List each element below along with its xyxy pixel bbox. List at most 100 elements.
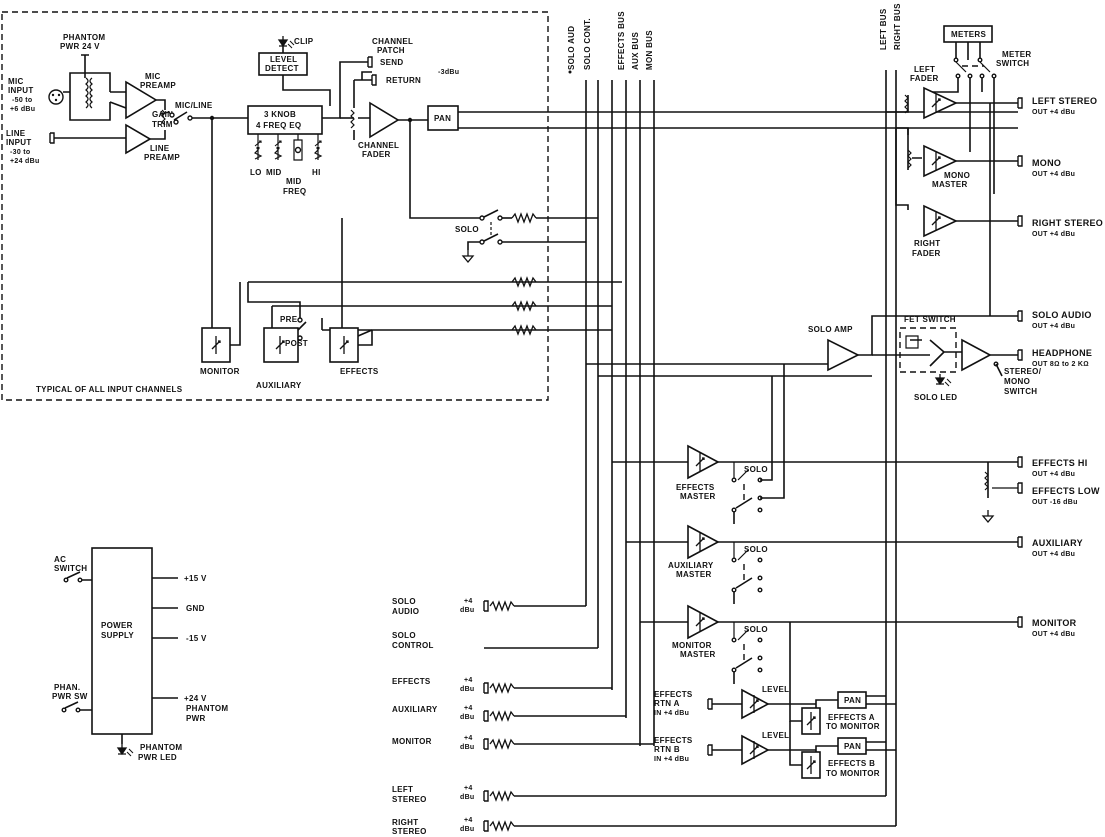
mono-master-amp (923, 144, 958, 178)
solo-led-label: SOLO LED (914, 393, 957, 402)
mon-solo-label: SOLO (744, 625, 768, 634)
eq-lo-knob-icon[interactable] (254, 140, 262, 161)
output-mono-label: MONO (1032, 158, 1061, 168)
output-solo-audio-level: OUT +4 dBu (1032, 323, 1075, 330)
bus-aux-label: AUX BUS (631, 32, 640, 70)
master-section: METERS METER SWITCH LEFT FADER MONO MAST… (586, 25, 1041, 779)
right-fader-amp (923, 204, 958, 238)
effects-master-label: EFFECTS (676, 483, 715, 492)
eq-label-2: 4 FREQ EQ (256, 121, 301, 130)
effects-rtn-a-jack-icon[interactable] (707, 698, 713, 710)
pan-a-label: PAN (844, 696, 861, 705)
auxiliary-send-block[interactable] (263, 327, 299, 363)
phantom-led-label-2: PWR LED (138, 753, 177, 762)
clip-label: CLIP (294, 37, 314, 46)
pan-block[interactable] (427, 105, 459, 131)
auxiliary-master-amp (687, 524, 720, 560)
send-label: SEND (380, 58, 403, 67)
clip-led-icon (278, 35, 295, 49)
ac-switch-label: AC (54, 555, 66, 564)
level-detect-label: LEVEL (270, 55, 297, 64)
effects-a-to-monitor-label: EFFECTS A (828, 713, 875, 722)
phantom-pwr-led-icon (117, 743, 134, 757)
output-headphone-label: HEADPHONE (1032, 348, 1092, 358)
effects-solo-label: SOLO (744, 465, 768, 474)
eq-hi-knob-icon[interactable] (314, 140, 322, 161)
effects-rtn-b-label-2: RTN B (654, 745, 680, 754)
mid-freq-label: MID (286, 177, 302, 186)
pan-label: PAN (434, 114, 451, 123)
output-monitor-level: OUT +4 dBu (1032, 631, 1075, 638)
effects-b-to-monitor-label: EFFECTS B (828, 759, 875, 768)
effects-rtn-a-label: EFFECTS (654, 690, 693, 699)
output-headphone-level: OUT 8Ω to 2 KΩ (1032, 361, 1089, 368)
effects-rtn-a-level: IN +4 dBu (654, 710, 689, 717)
level-a-label: LEVEL (762, 685, 789, 694)
power-supply-label-2: SUPPLY (101, 631, 134, 640)
eq-mid-knob-icon[interactable] (274, 140, 282, 161)
mic-line-switch-label: MIC/LINE (175, 101, 213, 110)
channel-fader-label: CHANNEL (358, 141, 399, 150)
meters-label: METERS (951, 30, 986, 39)
effects-master-amp (687, 444, 720, 480)
pre-label: PRE (280, 315, 298, 324)
xlr-connector-icon[interactable] (48, 89, 64, 105)
insert-left-stereo-label-2: STEREO (392, 795, 427, 804)
insert-left-stereo-label: LEFT (392, 785, 413, 794)
stereo-mono-switch-label-3: SWITCH (1004, 387, 1037, 396)
mic-preamp-triangle (125, 80, 158, 120)
mic-input-label-2: INPUT (8, 86, 34, 95)
output-solo-audio-label: SOLO AUDIO (1032, 310, 1092, 320)
output-mono-level: OUT +4 dBu (1032, 171, 1075, 178)
monitor-master-label-2: MASTER (680, 650, 716, 659)
pan-a-block[interactable] (837, 691, 867, 709)
left-fader-label-2: FADER (910, 74, 939, 83)
mic-input-range-2: +6 dBu (10, 106, 35, 113)
output-monitor-label: MONITOR (1032, 618, 1077, 628)
insert-unit-6: dBu (460, 794, 475, 801)
gain-trim-label: GAIN (152, 110, 173, 119)
line-input-range-2: +24 dBu (10, 158, 40, 165)
fet-switch-label: FET SWITCH (904, 315, 956, 324)
phantom-pwr-label: PHANTOM (63, 33, 105, 42)
plus-24v-label-2: PHANTOM (186, 704, 228, 713)
output-effects-low-label: EFFECTS LOW (1032, 486, 1100, 496)
send-jack-icon[interactable] (367, 56, 373, 68)
insert-unit-1: dBu (460, 607, 475, 614)
effects-rtn-b-level: IN +4 dBu (654, 756, 689, 763)
eq-block (247, 105, 323, 135)
return-jack-icon[interactable] (371, 74, 377, 86)
output-left-stereo-level: OUT +4 dBu (1032, 109, 1075, 116)
effects-rtn-b-level-amp (741, 734, 770, 766)
ac-switch-icon[interactable] (66, 571, 92, 581)
effects-rtn-a-level-amp (741, 688, 770, 720)
insert-level-4: +4 (464, 705, 473, 712)
insert-effects-label: EFFECTS (392, 677, 431, 686)
insert-solo-control-label: SOLO (392, 631, 416, 640)
effects-send-label: EFFECTS (340, 367, 379, 376)
solo-amp-label: SOLO AMP (808, 325, 853, 334)
line-input-jack-icon[interactable] (49, 132, 55, 144)
effects-rtn-b-jack-icon[interactable] (707, 744, 713, 756)
insert-unit-5: dBu (460, 744, 475, 751)
eq-hi-label: HI (312, 168, 321, 177)
effects-a-to-monitor-label-2: TO MONITOR (826, 722, 880, 731)
auxiliary-master-label-2: MASTER (676, 570, 712, 579)
line-input-label: LINE (6, 129, 26, 138)
insert-right-stereo-label: RIGHT (392, 818, 418, 827)
insert-solo-control-label-2: CONTROL (392, 641, 434, 650)
insert-level-6: +4 (464, 785, 473, 792)
insert-unit-3: dBu (460, 686, 475, 693)
phantom-switch-icon[interactable] (64, 701, 92, 711)
pan-b-block[interactable] (837, 737, 867, 755)
solo-amp-triangle (827, 338, 860, 372)
power-supply-block (91, 547, 153, 735)
plus-24v-label: +24 V (184, 694, 207, 703)
post-label: POST (285, 339, 308, 348)
insert-right-stereo-label-2: STEREO (392, 827, 427, 836)
phantom-led-label: PHANTOM (140, 743, 182, 752)
insert-solo-audio-label-2: AUDIO (392, 607, 419, 616)
eq-mid-label: MID (266, 168, 282, 177)
level-b-label: LEVEL (762, 731, 789, 740)
